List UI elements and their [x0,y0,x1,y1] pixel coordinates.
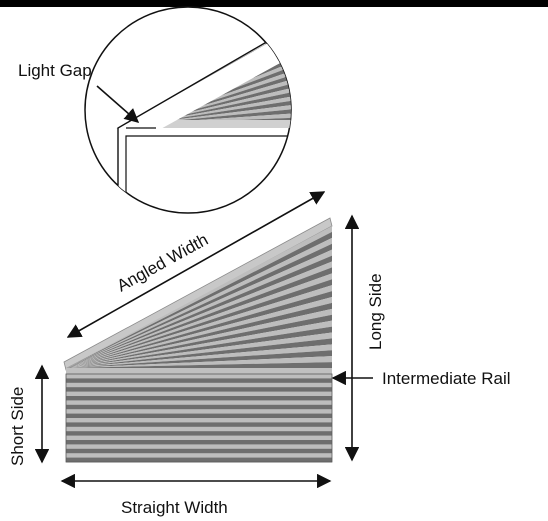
arrow-light-gap [96,85,140,123]
straight-pleat [66,409,332,414]
straight-pleat [66,440,332,445]
angled-pleat [66,356,332,368]
detail-frame-line-outer [117,39,271,200]
straight-pleat [66,435,332,441]
label-intermediate-rail: Intermediate Rail [382,369,511,388]
straight-pleat [66,404,332,410]
label-long-side: Long Side [366,273,385,350]
label-angled-width: Angled Width [114,230,212,296]
straight-pleat [66,378,332,384]
straight-pleat [66,453,332,458]
top-border [0,0,548,7]
label-straight-width: Straight Width [121,498,228,517]
angled-pleat [66,362,332,368]
angled-pleat [66,338,332,368]
intermediate-rail [66,368,332,375]
straight-pleat-section [66,374,332,463]
detail-pleat [140,104,291,124]
straight-pleat [66,431,332,436]
straight-pleat [66,400,332,406]
straight-pleat [66,444,332,450]
angled-pleat [66,326,332,368]
detail-bottom-rail [155,120,291,128]
straight-pleat [66,387,332,392]
straight-pleat [66,422,332,428]
arrow-angled-width [66,191,326,338]
detail-frame-line-inner [125,135,291,200]
straight-pleat [66,457,332,463]
straight-pleat [66,396,332,401]
straight-pleat [66,374,332,379]
straight-pleat [66,382,332,388]
angled-shade [63,217,333,463]
straight-pleat [66,391,332,397]
straight-pleat [66,426,332,432]
straight-pleat [66,418,332,423]
straight-pleat [66,413,332,419]
angled-pleat [66,308,332,368]
straight-section-outline [65,373,333,463]
angled-pleat [66,350,332,368]
detail-circle [84,6,292,214]
label-short-side: Short Side [8,387,27,466]
angled-pleat [66,332,332,368]
label-light-gap: Light Gap [18,61,92,80]
angled-pleat [66,344,332,368]
straight-pleat [66,448,332,454]
